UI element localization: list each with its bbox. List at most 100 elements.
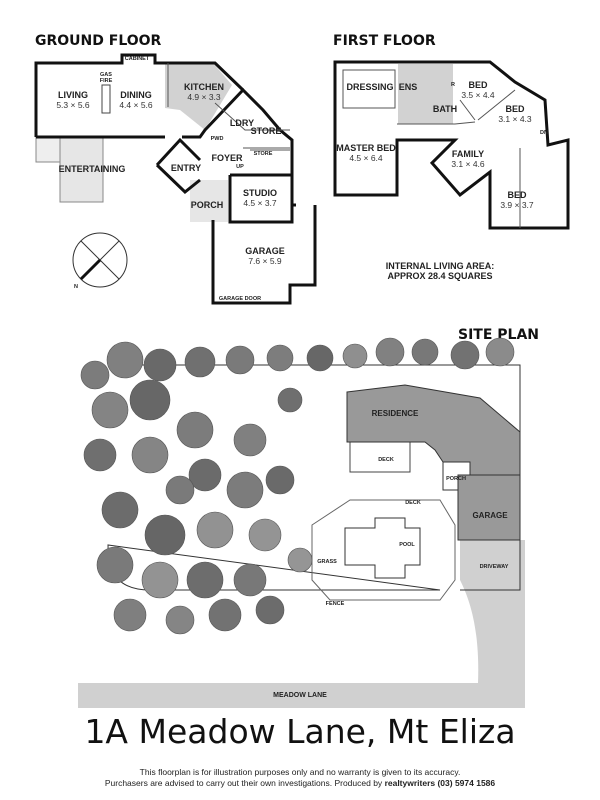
pool: [344, 517, 421, 579]
tree: [306, 344, 334, 372]
tree: [287, 547, 313, 573]
studio-label: STUDIO: [243, 188, 277, 198]
tree: [266, 344, 294, 372]
tree: [450, 340, 480, 370]
bed-2-size: 3.1 × 4.3: [498, 114, 532, 124]
bath-label: BATH: [433, 104, 457, 114]
tree: [80, 360, 110, 390]
tree: [141, 561, 179, 599]
tree: [226, 471, 264, 509]
bed-1-label: BED: [468, 80, 488, 90]
deck-label: DECK: [405, 500, 421, 506]
street-label: MEADOW LANE: [273, 692, 327, 699]
producer-contact: realtywriters (03) 5974 1586: [384, 778, 496, 788]
first-floor-heading: FIRST FLOOR: [333, 33, 436, 49]
living-size: 5.3 × 5.6: [56, 100, 90, 110]
disclaimer-line-1: This floorplan is for illustration purpo…: [139, 767, 461, 777]
tree: [131, 436, 169, 474]
entertaining-label: ENTERTAINING: [59, 164, 126, 174]
gas-fire-label-2: FIRE: [100, 78, 113, 84]
store-label: STORE: [251, 126, 282, 136]
first-floor-plan: DRESSING ENS BATH R BED 3.5 × 4.4 BED 3.…: [333, 60, 570, 281]
tree: [208, 598, 242, 632]
tree: [411, 338, 439, 366]
tree: [83, 438, 117, 472]
gas-fire-label: GAS: [100, 72, 112, 78]
grass-label: GRASS: [317, 559, 337, 565]
fireplace-icon: [101, 84, 111, 114]
living-area-line-2: APPROX 28.4 SQUARES: [387, 271, 492, 281]
driveway-label: DRIVEWAY: [480, 564, 509, 570]
deck-outline: [311, 499, 456, 601]
porch-shading: [190, 180, 228, 222]
ldry-label: LDRY: [230, 118, 254, 128]
tree: [188, 458, 222, 492]
disclaimer: This floorplan is for illustration purpo…: [0, 767, 600, 789]
site-plan-heading: SITE PLAN: [458, 327, 539, 343]
pwd-label: PWD: [211, 136, 224, 142]
residence-label: RESIDENCE: [372, 409, 419, 418]
family-label: FAMILY: [452, 149, 484, 159]
wet-area-shading: [398, 64, 453, 124]
trees: [80, 337, 515, 635]
tree: [255, 595, 285, 625]
kitchen-size: 4.9 × 3.3: [187, 92, 221, 102]
tree: [225, 345, 255, 375]
ensuite-label: ENS: [399, 82, 418, 92]
tree: [96, 546, 134, 584]
upper-deck-label: DECK: [378, 457, 394, 463]
tree: [91, 391, 129, 429]
tree: [277, 387, 303, 413]
bed-1-size: 3.5 × 4.4: [461, 90, 495, 100]
kitchen-label: KITCHEN: [184, 82, 224, 92]
living-label: LIVING: [58, 90, 88, 100]
street: [78, 683, 525, 708]
driveway: [460, 540, 525, 683]
tree: [165, 605, 195, 635]
upper-deck: [349, 441, 411, 473]
entry-label: ENTRY: [171, 163, 201, 173]
pool-label: POOL: [399, 542, 415, 548]
garage-building: [457, 474, 521, 541]
porch-site-label: PORCH: [446, 476, 466, 482]
family-size: 3.1 × 4.6: [451, 159, 485, 169]
store-small-label: STORE: [254, 151, 273, 157]
north-label: N: [74, 284, 78, 290]
bed-2-label: BED: [505, 104, 525, 114]
studio-size: 4.5 × 3.7: [243, 198, 277, 208]
master-bed-label: MASTER BED: [336, 143, 396, 153]
compass-icon: N: [72, 232, 128, 290]
porch-label: PORCH: [191, 200, 224, 210]
tree: [248, 518, 282, 552]
garage-label: GARAGE: [245, 246, 285, 256]
tree: [176, 411, 214, 449]
dining-label: DINING: [120, 90, 152, 100]
tree: [143, 348, 177, 382]
ground-floor-heading: GROUND FLOOR: [35, 33, 162, 49]
tree: [129, 379, 171, 421]
bed-3-label: BED: [507, 190, 527, 200]
site-plan: RESIDENCE DECK DECK PORCH GARAGE POOL GR…: [78, 337, 525, 708]
side-deck: [35, 136, 61, 163]
tree: [342, 343, 368, 369]
disclaimer-line-2: Purchasers are advised to carry out thei…: [0, 778, 600, 789]
garage-site-label: GARAGE: [472, 511, 508, 520]
tree: [186, 561, 224, 599]
fence-label: FENCE: [326, 601, 345, 607]
tree: [265, 465, 295, 495]
robe-label: R: [451, 82, 455, 88]
disclaimer-line-2-text: Purchasers are advised to carry out thei…: [104, 778, 383, 788]
master-bed-size: 4.5 × 6.4: [349, 153, 383, 163]
tree: [165, 475, 195, 505]
tree: [233, 563, 267, 597]
garage-size: 7.6 × 5.9: [248, 256, 282, 266]
dressing-label: DRESSING: [346, 82, 393, 92]
tree: [196, 511, 234, 549]
tree: [144, 514, 186, 556]
property-address-title: 1A Meadow Lane, Mt Eliza: [84, 712, 516, 751]
dining-size: 4.4 × 5.6: [119, 100, 153, 110]
tree: [101, 491, 139, 529]
stairs-up-label: UP: [236, 164, 244, 170]
tree: [233, 423, 267, 457]
